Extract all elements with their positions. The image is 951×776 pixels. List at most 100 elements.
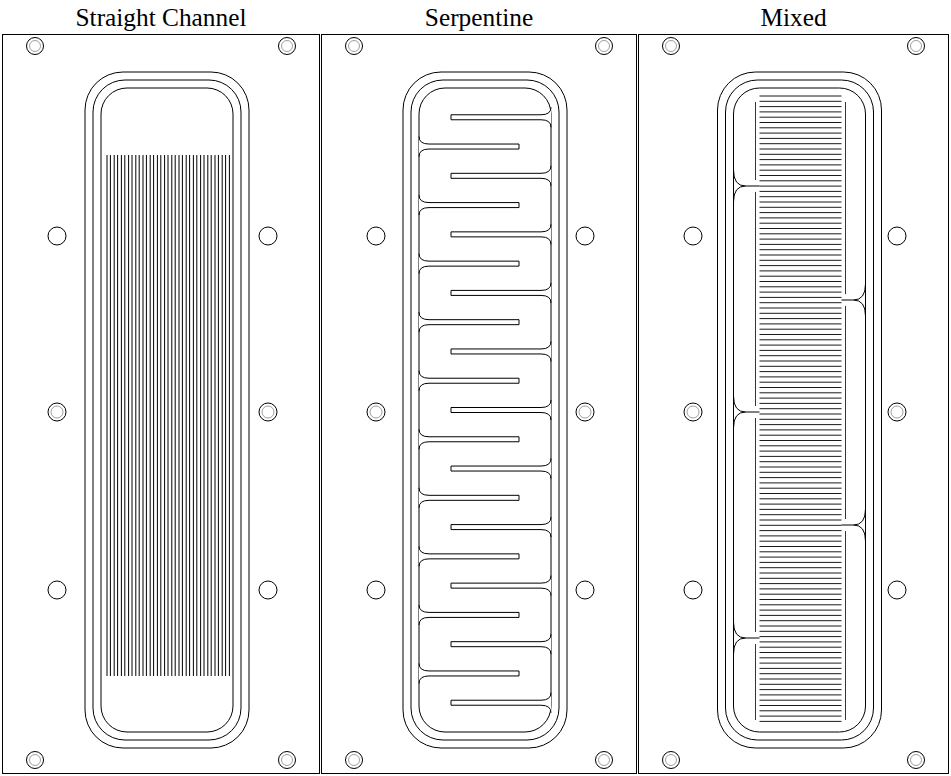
bolt-hole [259,403,277,421]
gasket-groove [93,80,241,740]
channel-line [760,223,842,224]
bolt-hole [27,38,44,55]
channel-line [760,186,842,187]
channel-line [760,292,842,293]
channel-line [760,673,842,674]
channel-line [760,228,842,229]
serpentine-rib [451,517,551,537]
bolt-hole [911,755,922,766]
channel-line [760,573,842,574]
bolt-hole [48,227,66,245]
channel-line [760,583,842,584]
serpentine-rib [419,312,519,332]
sub-chamber-wall [845,531,846,720]
channel-line [760,329,842,330]
serpentine-rib [451,107,551,127]
channel-line [760,520,842,521]
channel-line [760,376,842,377]
plate-drawing [639,35,949,774]
channel-line [760,318,842,319]
channel-line [760,361,842,362]
channel-line [760,424,842,425]
bolt-hole [279,38,296,55]
sub-chamber-wall [845,306,846,519]
channel-line [175,155,176,676]
serpentine-rib [419,429,519,449]
channel-line [186,155,187,676]
bolt-hole [599,755,610,766]
channel-line [760,620,842,621]
gasket-groove [403,72,567,748]
channel-line [760,652,842,653]
channel-line [760,498,842,499]
channel-line [760,567,842,568]
channel-line [132,155,133,676]
bolt-hole [891,406,903,418]
channel-line [760,461,842,462]
bolt-hole [888,581,906,599]
bolt-hole [367,227,385,245]
channel-line [760,546,842,547]
bolt-hole [888,403,906,421]
channel-line [164,155,165,676]
bolt-hole [349,755,360,766]
plate-border [322,35,637,774]
channel-line [143,155,144,676]
channel-line [760,684,842,685]
channel-line [760,101,842,102]
channel-line [760,286,842,287]
channel-line [760,414,842,415]
bolt-hole [663,752,680,769]
channel-line [760,355,842,356]
channel-line [760,641,842,642]
channel-line [760,472,842,473]
channel-line [160,155,161,676]
channel-line [760,297,842,298]
bolt-hole [576,227,594,245]
bolt-hole [259,581,277,599]
channel-line [760,154,842,155]
channel-line [760,260,842,261]
channel-line [760,482,842,483]
bolt-hole [262,406,274,418]
channel-line [146,155,147,676]
channel-line [760,456,842,457]
serpentine-rib [419,546,519,566]
channel-line [760,557,842,558]
channel-line [215,155,216,676]
bolt-hole [666,755,677,766]
channel-line [760,212,842,213]
serpentine-rib [451,341,551,361]
flow-chamber [419,88,551,732]
channel-line [760,371,842,372]
bolt-hole [596,752,613,769]
channel-line [157,155,158,676]
bolt-hole [349,41,360,52]
channel-line [760,138,842,139]
bolt-hole [282,41,293,52]
channel-line [760,525,842,526]
channel-line [760,387,842,388]
channel-line [760,191,842,192]
bolt-hole [576,581,594,599]
panel-title: Mixed [638,0,949,32]
bolt-hole [346,38,363,55]
bolt-hole [663,38,680,55]
channel-line [760,175,842,176]
channel-line [760,117,842,118]
serpentine-rib [419,371,519,391]
serpentine-rib [451,459,551,479]
channel-line [760,255,842,256]
channel-line [760,202,842,203]
channel-line [114,155,115,676]
gasket-groove [85,72,249,748]
channel-line [760,111,842,112]
channel-line [760,270,842,271]
channel-line [760,106,842,107]
channel-line [218,155,219,676]
bolt-hole [370,406,382,418]
channel-line [760,239,842,240]
channel-line [182,155,183,676]
plate-border [639,35,949,774]
flow-chamber [101,88,233,732]
